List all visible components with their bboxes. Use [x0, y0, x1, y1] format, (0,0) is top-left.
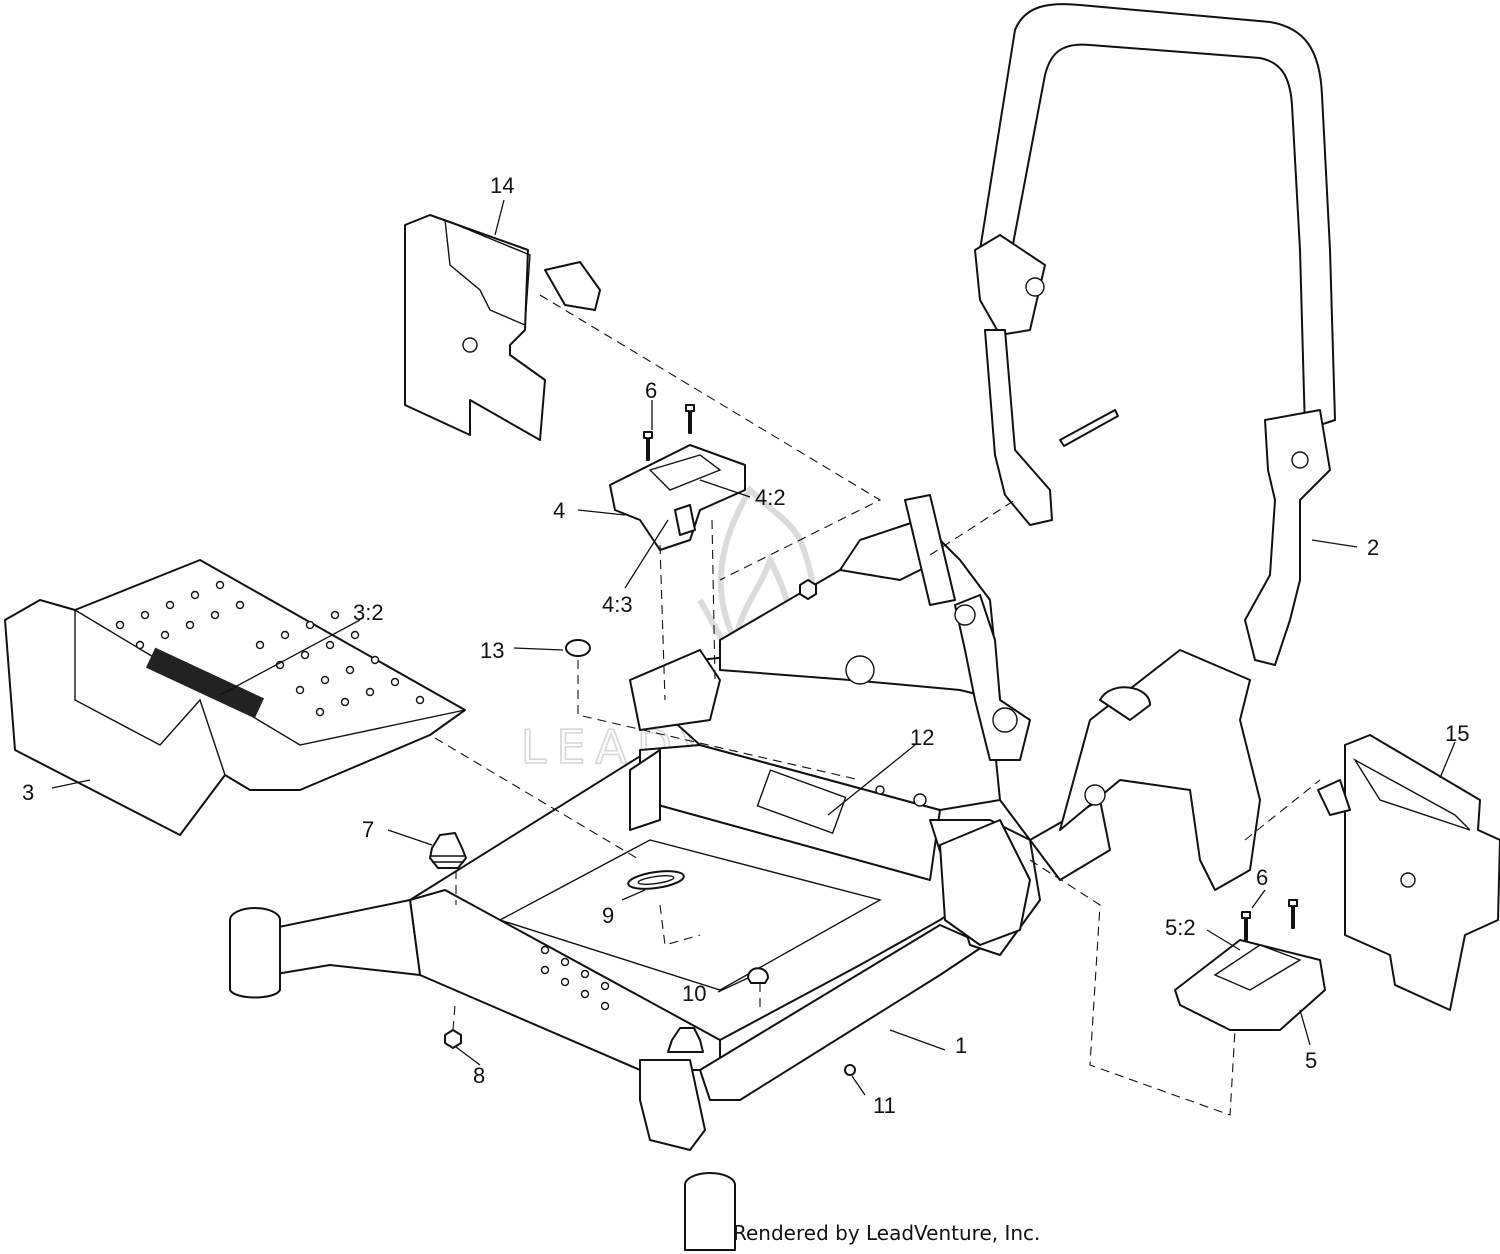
- side-panel-left-part: [404, 214, 601, 441]
- callout-1: 1: [955, 1033, 967, 1058]
- leader-lines: [51, 199, 1456, 1096]
- screws-6-right: [1241, 899, 1298, 941]
- callout-5-2: 5:2: [1165, 915, 1196, 940]
- bumper-10: [747, 967, 769, 984]
- plug-13: [565, 639, 591, 657]
- foot-plate-decal: [145, 647, 265, 719]
- callout-14: 14: [490, 173, 514, 198]
- callout-2: 2: [1367, 535, 1379, 560]
- callout-3-2: 3:2: [353, 600, 384, 625]
- callout-6-right: 6: [1256, 865, 1268, 890]
- callout-13: 13: [480, 638, 504, 663]
- left-cover-part: [609, 444, 746, 551]
- foot-plate-holes: [115, 580, 425, 717]
- callout-4-3: 4:3: [602, 592, 633, 617]
- callout-15: 15: [1445, 721, 1469, 746]
- callout-8: 8: [473, 1063, 485, 1088]
- callout-4: 4: [553, 498, 565, 523]
- callout-3: 3: [22, 780, 34, 805]
- callout-10: 10: [682, 981, 706, 1006]
- frame-holes: [540, 785, 927, 1011]
- frame-decal: [756, 769, 847, 835]
- render-credit: Rendered by LeadVenture, Inc.: [733, 1221, 1040, 1245]
- right-cover-part: [1174, 939, 1326, 1031]
- side-panel-right-part: [1317, 734, 1500, 1011]
- callout-4-2: 4:2: [755, 485, 786, 510]
- nut-8: [444, 1029, 462, 1049]
- assembly-lines: [434, 294, 1321, 1116]
- nut-11: [844, 1064, 856, 1076]
- callout-12: 12: [910, 725, 934, 750]
- foot-plate-part: [4, 559, 466, 836]
- callout-6-left: 6: [645, 378, 657, 403]
- callouts: 1 2 3 3:2 4 4:2 4:3 5 5:2 6 6 7 8 9 10 1…: [22, 173, 1469, 1118]
- callout-7: 7: [362, 817, 374, 842]
- bumper-7: [429, 832, 467, 869]
- callout-11: 11: [873, 1093, 896, 1118]
- screws-6-left: [643, 404, 695, 461]
- callout-9: 9: [602, 903, 614, 928]
- bumper-front: [667, 1027, 704, 1053]
- roll-bar-part: [974, 3, 1336, 666]
- main-frame-part: [229, 494, 1261, 1251]
- callout-5: 5: [1305, 1048, 1317, 1073]
- grommet-9: [627, 870, 685, 890]
- nut-frame: [799, 579, 817, 600]
